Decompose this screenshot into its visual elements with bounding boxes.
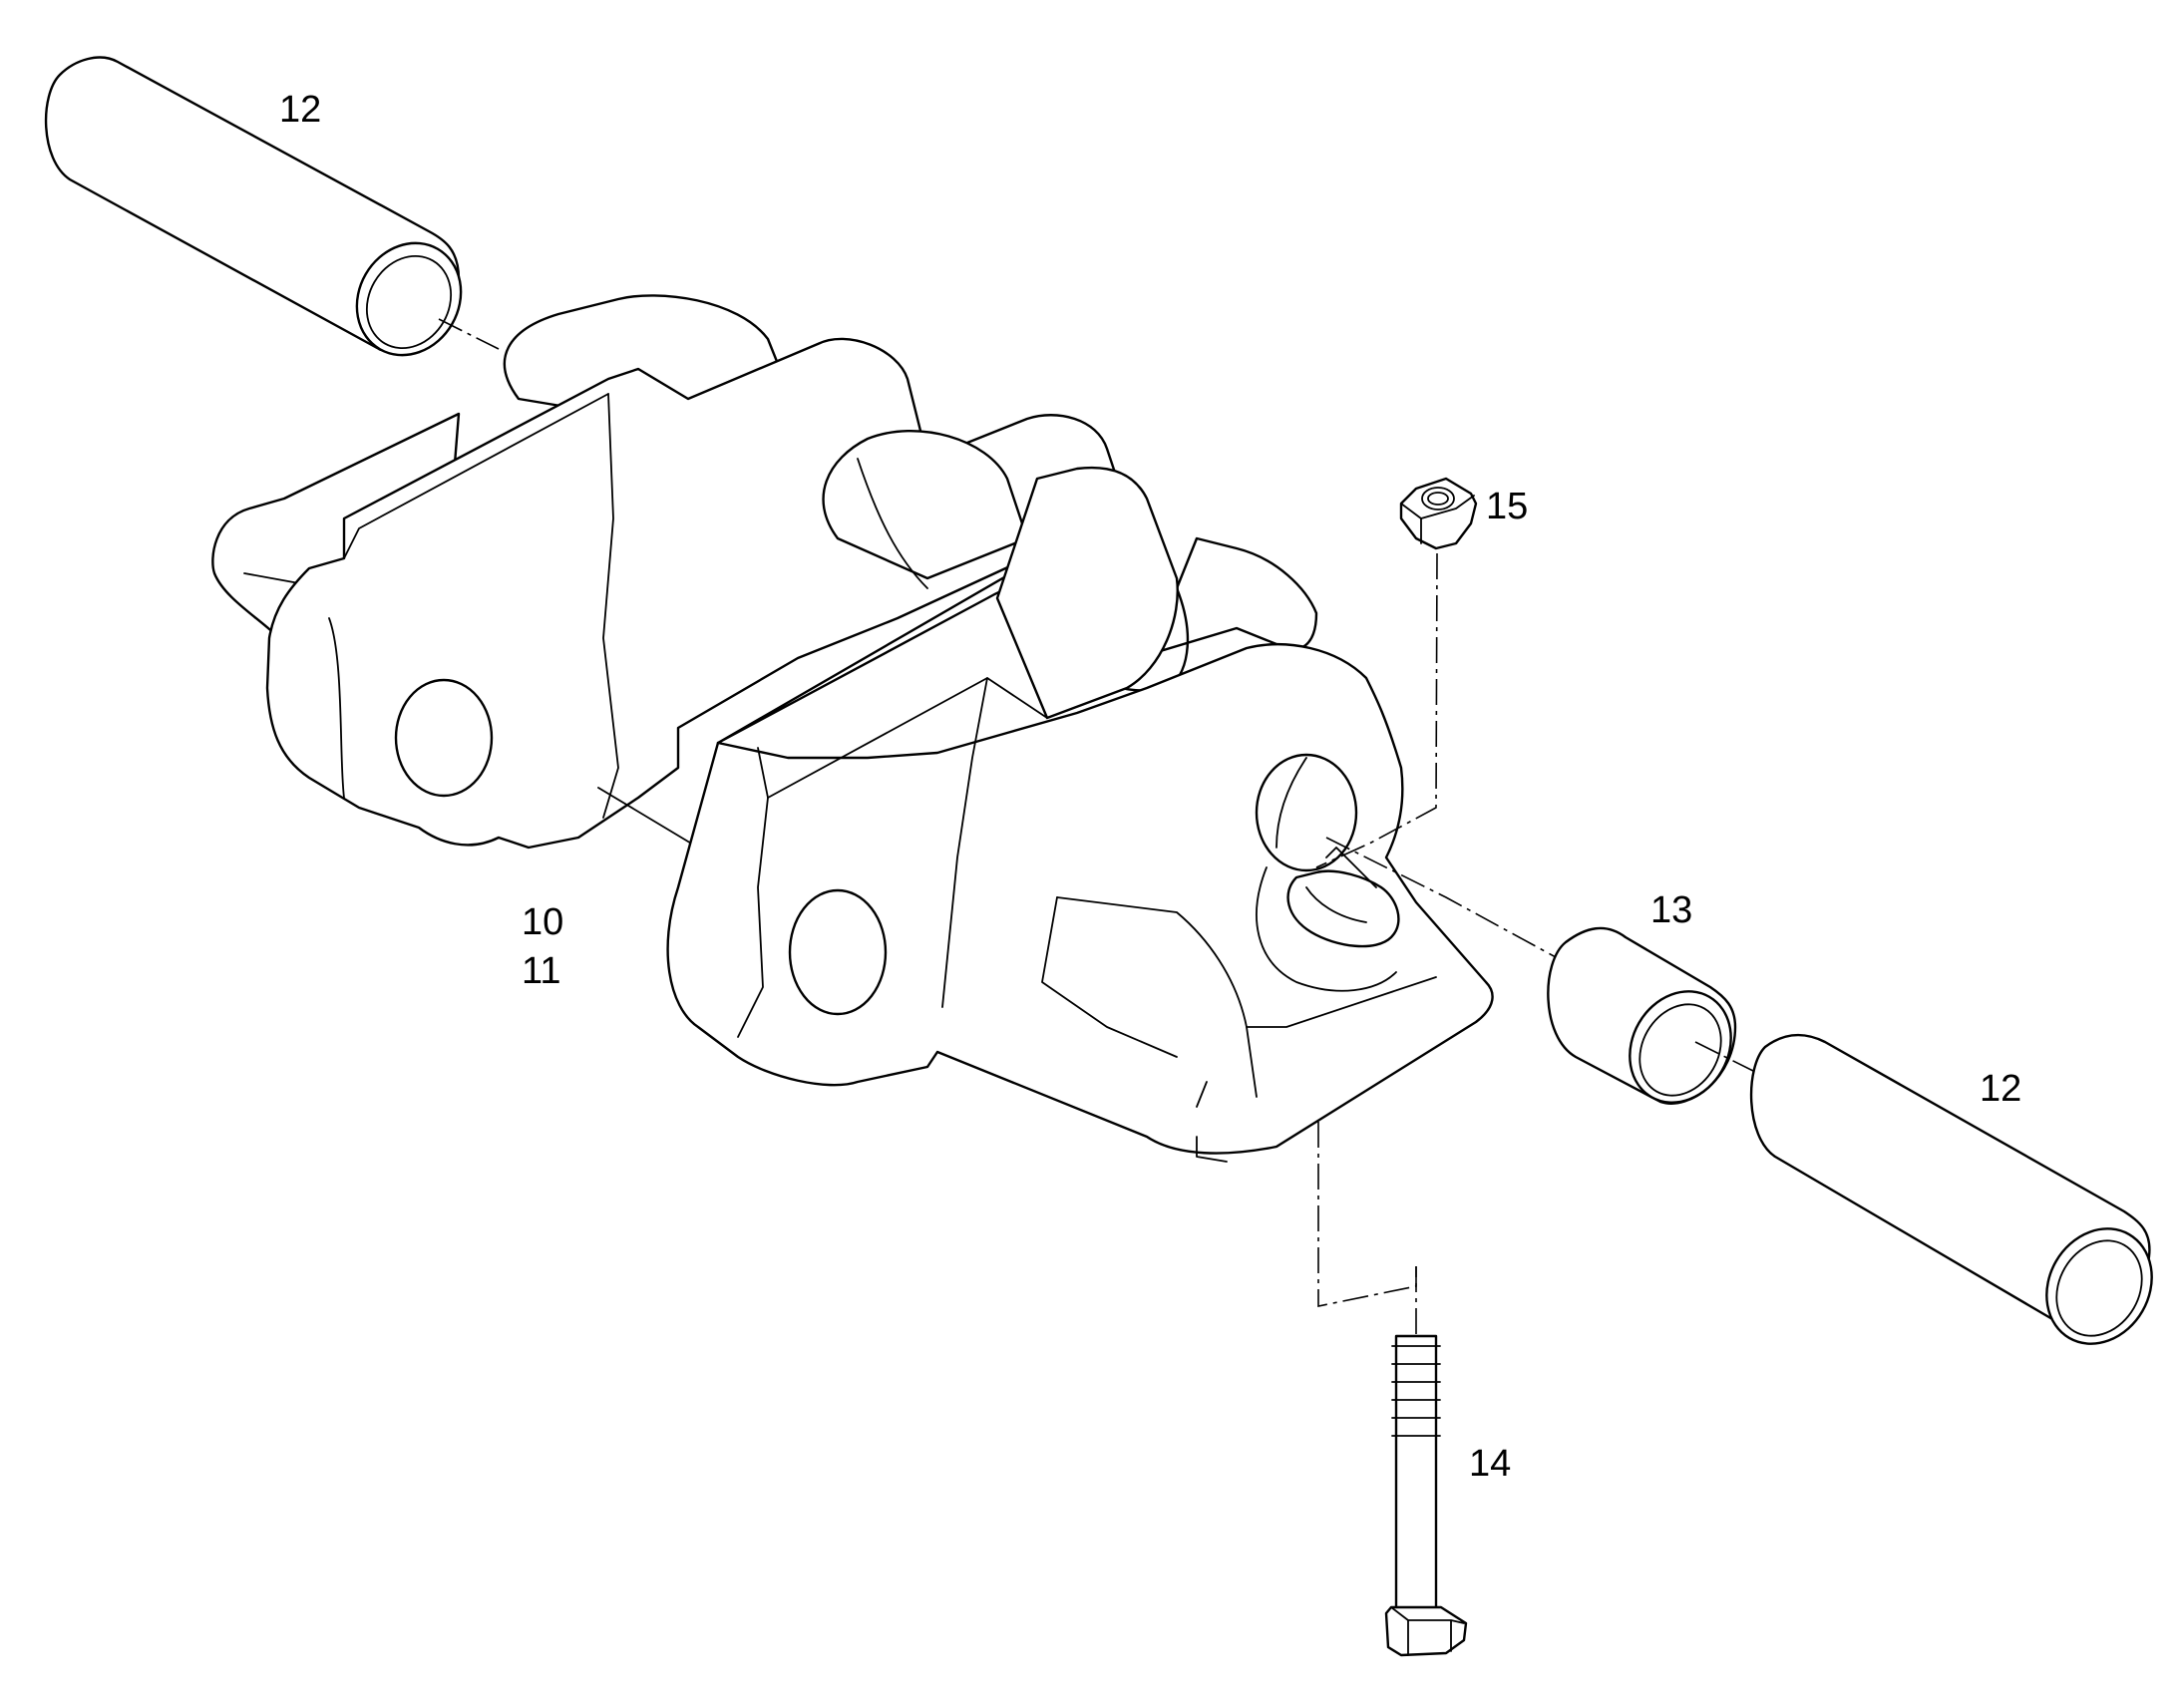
pin-upper-axis xyxy=(438,318,500,350)
callout-14-bolt: 14 xyxy=(1469,1443,1511,1485)
nut-bolt-axis xyxy=(1315,552,1438,868)
track-pin-lower xyxy=(1749,1033,2153,1345)
square-nut xyxy=(1399,477,1478,550)
track-pin-upper xyxy=(44,56,463,357)
callout-12-upper-pin: 12 xyxy=(279,89,321,131)
callout-11-link: 11 xyxy=(522,950,560,992)
hex-bolt xyxy=(1384,1334,1468,1657)
callout-10-link: 10 xyxy=(522,901,563,943)
bolt-axis xyxy=(1317,1122,1417,1307)
callout-13-bushing: 13 xyxy=(1650,889,1692,931)
bushing xyxy=(1547,926,1737,1105)
callout-15-nut: 15 xyxy=(1486,486,1528,527)
bushing-axis xyxy=(1325,837,1557,958)
bushing-pin-axis xyxy=(1694,1041,1756,1073)
track-link-assembly xyxy=(211,294,1494,1163)
callout-12-lower-pin: 12 xyxy=(1980,1068,2021,1110)
